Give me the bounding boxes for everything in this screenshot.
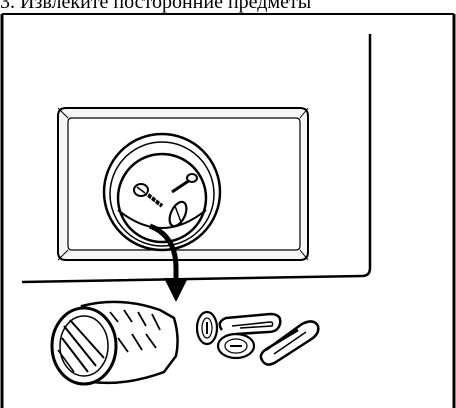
debris-cap-icon [52,302,178,384]
